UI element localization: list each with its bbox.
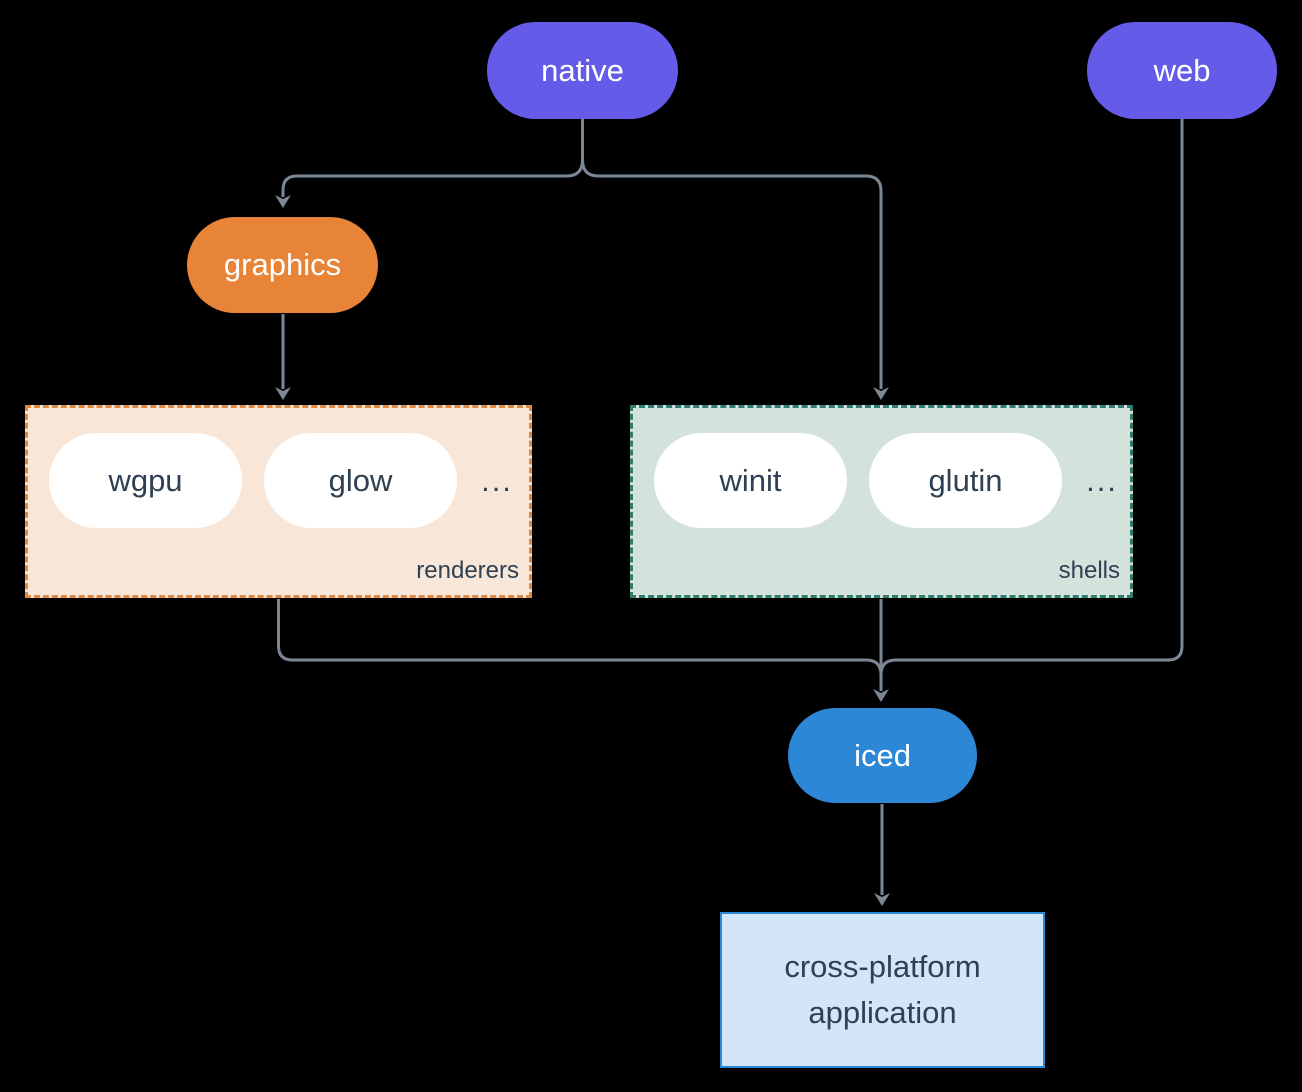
group-renderers: wgpu glow ... renderers — [25, 405, 532, 598]
renderers-ellipsis: ... — [481, 462, 513, 498]
node-web-label: web — [1153, 52, 1211, 88]
node-glow: glow — [264, 433, 457, 528]
node-winit-label: winit — [719, 462, 782, 498]
application-label-line1: cross-platform — [784, 949, 981, 984]
node-wgpu-label: wgpu — [108, 462, 183, 498]
edge-web-to-iced — [879, 119, 1184, 676]
node-native-label: native — [541, 52, 624, 88]
node-graphics-label: graphics — [223, 247, 342, 282]
shells-group-label: shells — [1058, 557, 1120, 584]
node-glutin-label: glutin — [928, 462, 1003, 498]
node-web: web — [1087, 22, 1277, 119]
edge-renderers-to-iced — [277, 599, 883, 676]
node-glow-label: glow — [328, 462, 393, 498]
edge-native-to-shells — [581, 119, 889, 400]
node-native: native — [487, 22, 678, 119]
node-graphics: graphics — [187, 217, 378, 313]
group-shells: winit glutin ... shells — [630, 405, 1133, 598]
node-glutin: glutin — [869, 433, 1062, 528]
node-iced: iced — [788, 708, 977, 803]
node-wgpu: wgpu — [49, 433, 242, 528]
shells-ellipsis: ... — [1086, 462, 1118, 498]
renderers-group-label: renderers — [416, 557, 519, 584]
node-cross-platform-application: cross-platform application — [720, 912, 1045, 1068]
edge-iced-to-application — [874, 804, 890, 906]
application-label-line2: application — [808, 995, 957, 1030]
node-winit: winit — [654, 433, 847, 528]
node-iced-label: iced — [854, 737, 911, 773]
edge-graphics-to-renderers — [275, 314, 291, 400]
edge-merge-arrow-iced — [873, 660, 889, 702]
edge-native-to-graphics — [275, 119, 584, 208]
